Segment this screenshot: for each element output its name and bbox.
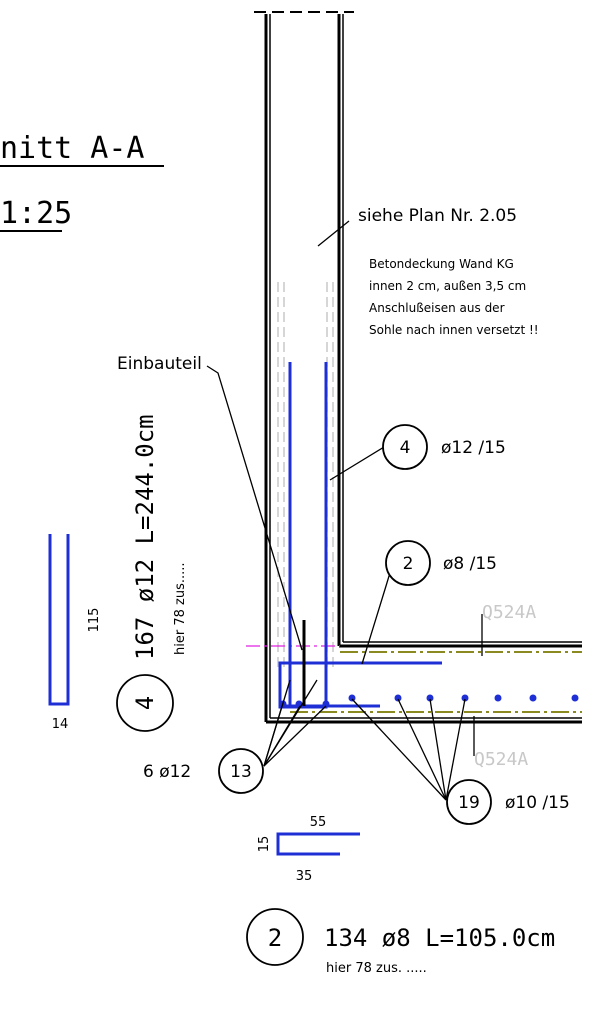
section-scale: 1:25	[0, 196, 72, 231]
section-title: nitt A-A	[0, 131, 145, 166]
bar4-dim-height: 115	[87, 608, 102, 633]
callout-13-circle	[218, 748, 264, 794]
callout-2-circle	[385, 540, 431, 586]
callout-2-spec: ø8 /15	[443, 554, 497, 574]
callout-19-circle	[446, 779, 492, 825]
schedule-4-circle	[116, 674, 174, 732]
bar2-schedule-sub: hier 78 zus. .....	[326, 961, 427, 976]
plan-reference: siehe Plan Nr. 2.05	[358, 206, 517, 226]
bar2-dim-side: 15	[257, 836, 272, 853]
callout-2-number: 2	[403, 554, 414, 574]
callout-19-number: 19	[458, 793, 480, 813]
schedule-2-circle	[246, 908, 304, 966]
einbauteil-label: Einbauteil	[117, 354, 202, 374]
bar4-shape	[48, 534, 70, 706]
callout-19-spec: ø10 /15	[505, 793, 570, 813]
mesh-bottom-label: Q524A	[474, 749, 528, 770]
bar2-dim-bottom: 35	[296, 869, 313, 884]
leader-lines	[206, 220, 483, 801]
note-line-4: Sohle nach innen versetzt !!	[369, 323, 539, 337]
bar2-dim-top: 55	[310, 815, 327, 830]
callout-4-spec: ø12 /15	[441, 438, 506, 458]
schedule-2-number: 2	[268, 924, 282, 952]
callout-4-number: 4	[400, 438, 411, 458]
bar4-dim-width: 14	[52, 717, 69, 732]
wall-outline	[264, 14, 582, 724]
note-line-1: Betondeckung Wand KG	[369, 257, 514, 271]
bar2-shape	[276, 832, 360, 856]
note-line-3: Anschlußeisen aus der	[369, 301, 505, 315]
bar2-schedule-line: 134 ø8 L=105.0cm	[324, 924, 555, 952]
bar4-schedule-sub: hier 78 zus.....	[173, 563, 188, 656]
mesh-top-label: Q524A	[482, 602, 536, 623]
callout-13-count: 6 ø12	[143, 762, 191, 782]
note-line-2: innen 2 cm, außen 3,5 cm	[369, 279, 526, 293]
schedule-4-number: 4	[131, 696, 159, 710]
callout-4-circle	[382, 424, 428, 470]
bar4-schedule-line: 167 ø12 L=244.0cm	[131, 414, 159, 660]
callout-13-number: 13	[230, 762, 252, 782]
rebar-dots	[279, 694, 579, 708]
